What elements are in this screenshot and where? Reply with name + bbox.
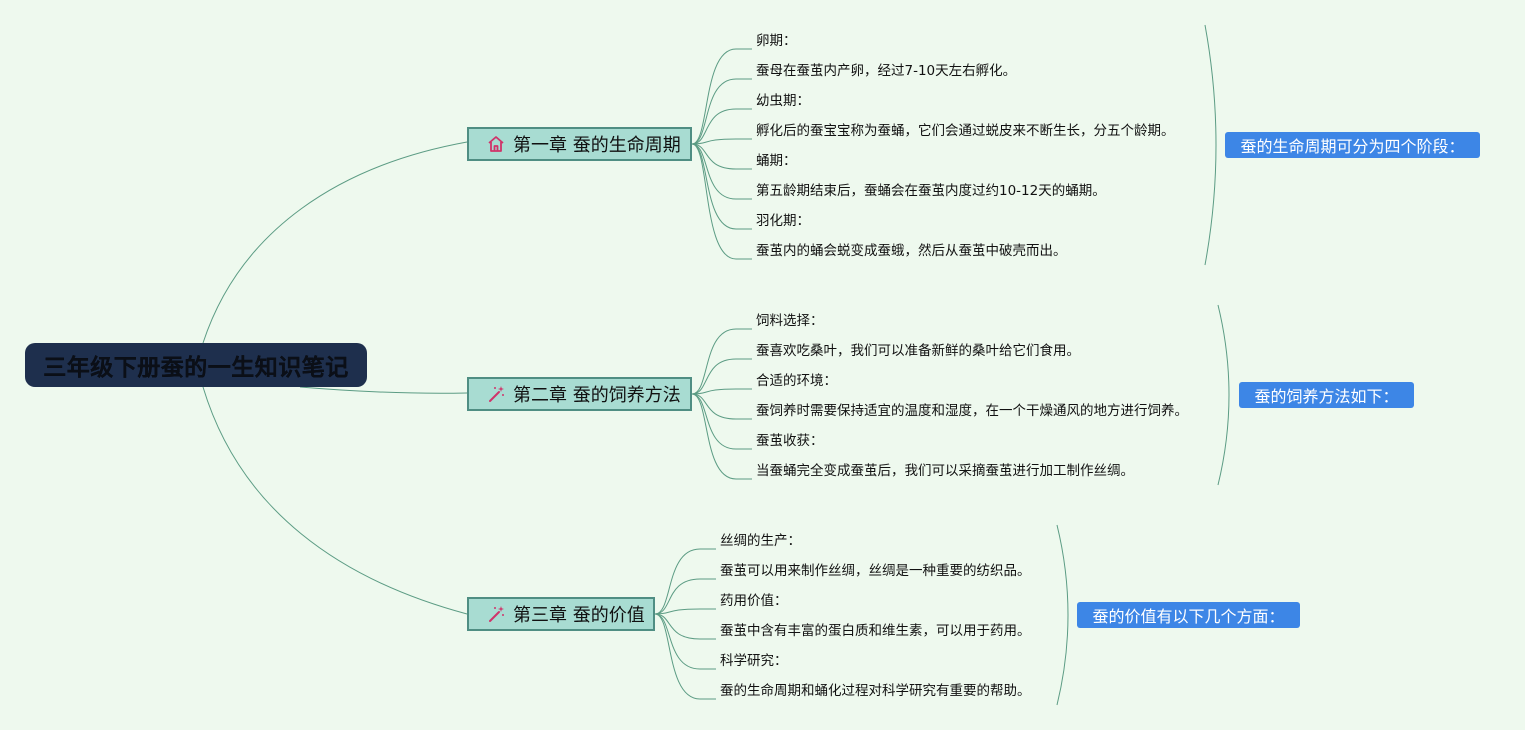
- chapter-title: 第一章 蚕的生命周期: [513, 135, 681, 156]
- topic-label[interactable]: 蚕茧收获：: [756, 433, 824, 449]
- branch-connector: [691, 393, 752, 420]
- branch-connector: [691, 388, 752, 395]
- root-connector-2: [299, 386, 468, 394]
- topic-detail[interactable]: 当蚕蛹完全变成蚕茧后，我们可以采摘蚕茧进行加工制作丝绸。: [756, 463, 1134, 479]
- topic-detail[interactable]: 孵化后的蚕宝宝称为蚕蛹，它们会通过蜕皮来不断生长，分五个龄期。: [756, 123, 1175, 139]
- branch-connector: [691, 143, 752, 200]
- topic-detail[interactable]: 蚕母在蚕茧内产卵，经过7-10天左右孵化。: [756, 63, 1017, 79]
- topic-label[interactable]: 羽化期：: [756, 213, 810, 229]
- branch-connector: [654, 613, 716, 700]
- branch-connector: [691, 138, 752, 145]
- branch-connector: [654, 578, 716, 615]
- summary-label-1[interactable]: 蚕的生命周期可分为四个阶段：: [1225, 132, 1480, 158]
- root-connector-3: [202, 386, 468, 615]
- topic-detail[interactable]: 蚕饲养时需要保持适宜的温度和湿度，在一个干燥通风的地方进行饲养。: [756, 403, 1188, 419]
- topic-label[interactable]: 丝绸的生产：: [720, 533, 801, 549]
- topic-label[interactable]: 合适的环境：: [756, 373, 837, 389]
- home-icon: [485, 133, 507, 155]
- branch-connector: [654, 613, 716, 640]
- topic-label[interactable]: 科学研究：: [720, 653, 788, 669]
- topic-detail[interactable]: 蚕茧可以用来制作丝绸，丝绸是一种重要的纺织品。: [720, 563, 1031, 579]
- topic-label[interactable]: 药用价值：: [720, 593, 788, 609]
- magic-wand-icon: [485, 603, 507, 625]
- magic-wand-icon: [485, 383, 507, 405]
- branch-connector: [691, 143, 752, 170]
- chapter-title: 第二章 蚕的饲养方法: [513, 385, 681, 406]
- topic-label[interactable]: 饲料选择：: [756, 313, 824, 329]
- branch-connector: [691, 328, 752, 395]
- chapter-node-2[interactable]: 第二章 蚕的饲养方法: [467, 377, 692, 411]
- branch-connector: [691, 108, 752, 145]
- branch-connector: [654, 608, 716, 615]
- summary-label-2[interactable]: 蚕的饲养方法如下：: [1239, 382, 1414, 408]
- topic-label[interactable]: 蛹期：: [756, 153, 797, 169]
- summary-label-3[interactable]: 蚕的价值有以下几个方面：: [1077, 602, 1300, 628]
- root-title: 三年级下册蚕的一生知识笔记: [43, 355, 349, 381]
- summary-bracket: [1217, 304, 1230, 486]
- branch-connector: [691, 143, 752, 260]
- root-connector-1: [202, 141, 468, 344]
- summary-bracket: [1056, 524, 1069, 706]
- chapter-node-1[interactable]: 第一章 蚕的生命周期: [467, 127, 692, 161]
- topic-detail[interactable]: 第五龄期结束后，蚕蛹会在蚕茧内度过约10-12天的蛹期。: [756, 183, 1106, 199]
- branch-connector: [654, 613, 716, 670]
- branch-connector: [654, 548, 716, 615]
- branch-connector: [691, 143, 752, 230]
- topic-detail[interactable]: 蚕茧中含有丰富的蛋白质和维生素，可以用于药用。: [720, 623, 1031, 639]
- branch-connector: [691, 358, 752, 395]
- topic-detail[interactable]: 蚕喜欢吃桑叶，我们可以准备新鲜的桑叶给它们食用。: [756, 343, 1080, 359]
- topic-label[interactable]: 卵期：: [756, 33, 797, 49]
- topic-detail[interactable]: 蚕茧内的蛹会蜕变成蚕蛾，然后从蚕茧中破壳而出。: [756, 243, 1067, 259]
- branch-connector: [691, 78, 752, 145]
- topic-label[interactable]: 幼虫期：: [756, 93, 810, 109]
- branch-connector: [691, 393, 752, 450]
- root-node[interactable]: 三年级下册蚕的一生知识笔记: [25, 343, 367, 387]
- chapter-node-3[interactable]: 第三章 蚕的价值: [467, 597, 655, 631]
- branch-connector: [691, 393, 752, 480]
- topic-detail[interactable]: 蚕的生命周期和蛹化过程对科学研究有重要的帮助。: [720, 683, 1031, 699]
- chapter-title: 第三章 蚕的价值: [513, 605, 645, 626]
- branch-connector: [691, 48, 752, 145]
- summary-bracket: [1204, 24, 1217, 266]
